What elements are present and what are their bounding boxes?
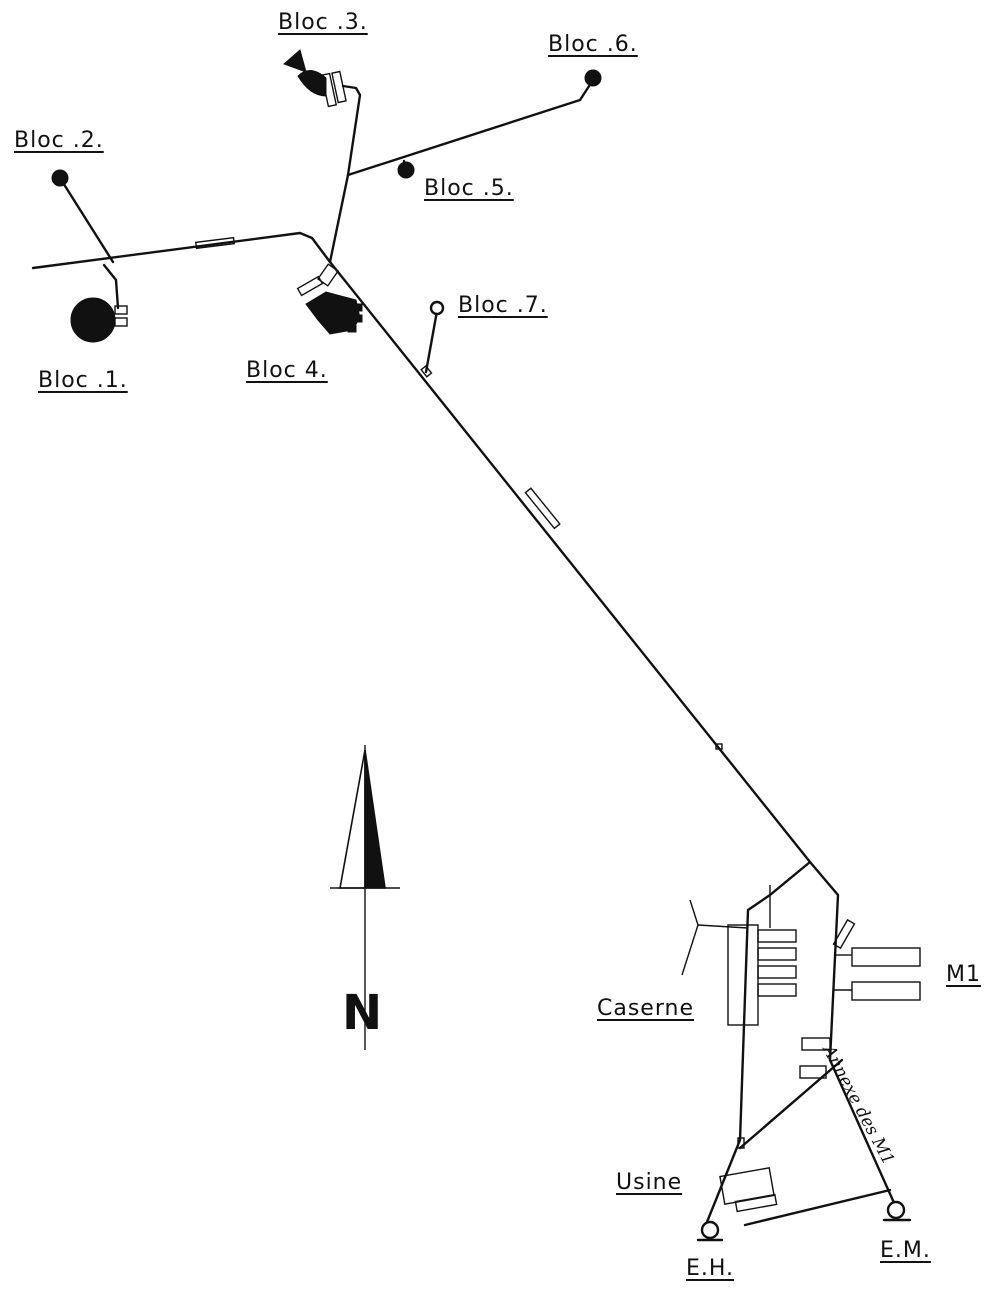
caserne-room	[757, 965, 797, 979]
bloc4-embrasure	[347, 324, 357, 333]
bloc3-entrance	[320, 72, 338, 108]
bloc5-label: Bloc .5.	[424, 176, 514, 201]
bloc1-entrance	[114, 305, 128, 315]
main-gallery	[31, 78, 840, 1062]
bloc2-cupola	[51, 169, 69, 187]
eh-entrance-symbol	[700, 1220, 720, 1240]
usine-room	[734, 1193, 778, 1213]
bloc5-cupola	[397, 161, 415, 179]
gallery-chamber	[194, 236, 236, 250]
bloc1-label: Bloc .1.	[38, 368, 128, 393]
gallery-chamber	[737, 1137, 745, 1149]
bloc4-label: Bloc 4.	[246, 358, 328, 383]
bloc4-casemate	[305, 291, 361, 335]
bloc4-entrance	[316, 263, 340, 287]
bloc6-cupola	[584, 69, 602, 87]
bloc6-label: Bloc .6.	[548, 32, 638, 57]
bloc1-turret	[70, 297, 116, 343]
northeast-gallery	[346, 78, 595, 177]
caserne-gallery	[705, 860, 812, 1224]
rear-area	[681, 860, 921, 1242]
m1-magazine	[851, 981, 921, 1001]
north-arrow	[330, 745, 400, 1050]
bloc1-entrance	[114, 317, 128, 327]
bloc1-branch	[102, 263, 120, 310]
usine-block	[719, 1167, 775, 1205]
annexe-m1	[799, 1065, 827, 1079]
bloc7-label: Bloc .7.	[458, 293, 548, 318]
em-gallery	[828, 1058, 897, 1207]
bloc-symbols	[51, 49, 602, 343]
north-arrow-letter: N	[342, 985, 384, 1041]
m1-magazine	[851, 947, 921, 967]
bloc4-embrasure	[353, 314, 363, 323]
caserne-label: Caserne	[597, 996, 694, 1021]
gallery-chamber	[420, 365, 433, 378]
bloc3-label: Bloc .3.	[278, 10, 368, 35]
m1-shaft	[832, 918, 856, 950]
caserne-duct	[689, 899, 699, 926]
entrance-link-gallery	[738, 1058, 844, 1150]
caserne-room	[757, 929, 797, 943]
north-gallery	[328, 84, 362, 264]
gallery-chamber	[715, 743, 723, 750]
em-label: E.M.	[880, 1238, 931, 1263]
bloc7-branch	[424, 309, 439, 374]
bloc2-branch	[58, 176, 115, 264]
caserne-duct	[681, 924, 699, 976]
caserne-room	[757, 983, 797, 997]
em-entrance-symbol	[886, 1200, 906, 1220]
m1-label: M1	[946, 962, 981, 987]
north-arrow-head	[339, 749, 366, 889]
eh-label: E.H.	[686, 1256, 735, 1281]
bloc2-label: Bloc .2.	[14, 128, 104, 153]
bloc4-embrasure	[353, 303, 363, 312]
north-arrow-head	[364, 749, 386, 889]
annexe-m1	[801, 1037, 831, 1051]
bloc3-casemate	[283, 49, 307, 73]
caserne-duct	[697, 924, 749, 929]
west-gallery	[31, 231, 332, 270]
eh-em-gallery	[743, 1188, 892, 1227]
bloc3-casemate	[297, 70, 327, 97]
usine-label: Usine	[616, 1170, 683, 1195]
bloc7-observatory	[429, 300, 445, 316]
main-trunk-gallery	[328, 260, 840, 1062]
bloc3-entrance	[331, 70, 347, 104]
caserne-room	[757, 947, 797, 961]
caserne-block	[727, 924, 759, 1026]
gallery-chamber	[524, 487, 561, 530]
